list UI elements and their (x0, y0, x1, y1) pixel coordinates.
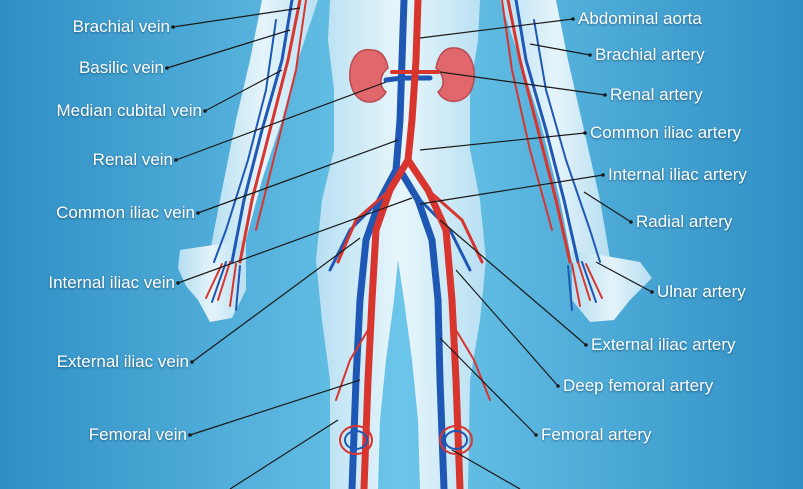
label-external-iliac-vein: External iliac vein (57, 352, 189, 372)
label-basilic-vein: Basilic vein (79, 58, 164, 78)
label-deep-femoral-artery: Deep femoral artery (563, 376, 713, 396)
label-renal-vein: Renal vein (93, 150, 173, 170)
label-median-cubital-vein: Median cubital vein (56, 101, 202, 121)
label-brachial-vein: Brachial vein (73, 17, 170, 37)
label-abdominal-aorta: Abdominal aorta (578, 9, 702, 29)
label-radial-artery: Radial artery (636, 212, 732, 232)
label-renal-artery: Renal artery (610, 85, 703, 105)
label-internal-iliac-vein: Internal iliac vein (48, 273, 175, 293)
label-common-iliac-vein: Common iliac vein (56, 203, 195, 223)
label-femoral-vein: Femoral vein (89, 425, 187, 445)
label-external-iliac-artery: External iliac artery (591, 335, 736, 355)
label-internal-iliac-artery: Internal iliac artery (608, 165, 747, 185)
label-ulnar-artery: Ulnar artery (657, 282, 746, 302)
label-brachial-artery: Brachial artery (595, 45, 705, 65)
label-femoral-artery: Femoral artery (541, 425, 652, 445)
label-common-iliac-artery: Common iliac artery (590, 123, 741, 143)
